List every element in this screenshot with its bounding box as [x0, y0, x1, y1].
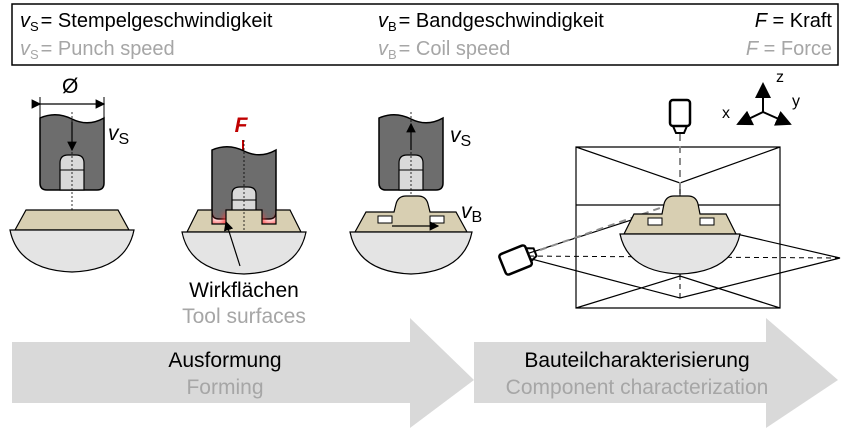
- legend-force-de: F = Kraft: [755, 10, 833, 32]
- legend-coil-en: vB= Coil speed: [378, 38, 510, 62]
- axis-x: x: [722, 105, 730, 122]
- legend-box: vS= Stempelgeschwindigkeit vS= Punch spe…: [11, 3, 839, 66]
- coil-speed-label: vB: [461, 200, 482, 226]
- die-2: [181, 231, 307, 275]
- sheet-1: [13, 209, 131, 231]
- die-1: [9, 229, 135, 273]
- camera-side-icon: [498, 244, 538, 276]
- punch-speed-label-3: vS: [450, 124, 471, 150]
- force-label: F: [235, 114, 249, 137]
- legend-punch-en: vS= Punch speed: [20, 38, 175, 62]
- camera-top-icon: [668, 98, 692, 128]
- diameter-symbol: Ø: [62, 75, 78, 98]
- stage-forming-de: Ausformung: [168, 349, 281, 372]
- stage-arrow-characterization: Bauteilcharakterisierung Component chara…: [474, 318, 838, 428]
- stage-characterization-de: Bauteilcharakterisierung: [524, 349, 749, 372]
- stage1-tooling: Ø vS: [9, 75, 135, 273]
- die-3: [349, 231, 473, 275]
- axis-y: y: [792, 93, 800, 110]
- stage-characterization-en: Component characterization: [506, 376, 769, 399]
- stage-arrow-forming: Ausformung Forming: [12, 318, 474, 428]
- stage-forming-en: Forming: [186, 376, 263, 399]
- stage2-tooling: F Wirkflächen Tool surfaces: [181, 114, 307, 328]
- legend-force-en: F = Force: [746, 38, 832, 60]
- coordinate-axes: z y x: [722, 69, 800, 126]
- characterization-scene: z y x: [498, 69, 841, 309]
- part-die: [619, 233, 741, 275]
- legend-punch-de: vS= Stempelgeschwindigkeit: [20, 10, 273, 34]
- axis-z: z: [776, 69, 784, 86]
- punch-speed-label-1: vS: [108, 122, 129, 148]
- part-sheet: [623, 195, 737, 235]
- tool-surfaces-de: Wirkflächen: [189, 279, 299, 302]
- stage3-tooling: vS vB: [349, 112, 482, 275]
- tool-surfaces-en: Tool surfaces: [182, 305, 306, 328]
- tool-surfaces-pointer: [223, 220, 241, 267]
- legend-coil-de: vB= Bandgeschwindigkeit: [378, 10, 604, 34]
